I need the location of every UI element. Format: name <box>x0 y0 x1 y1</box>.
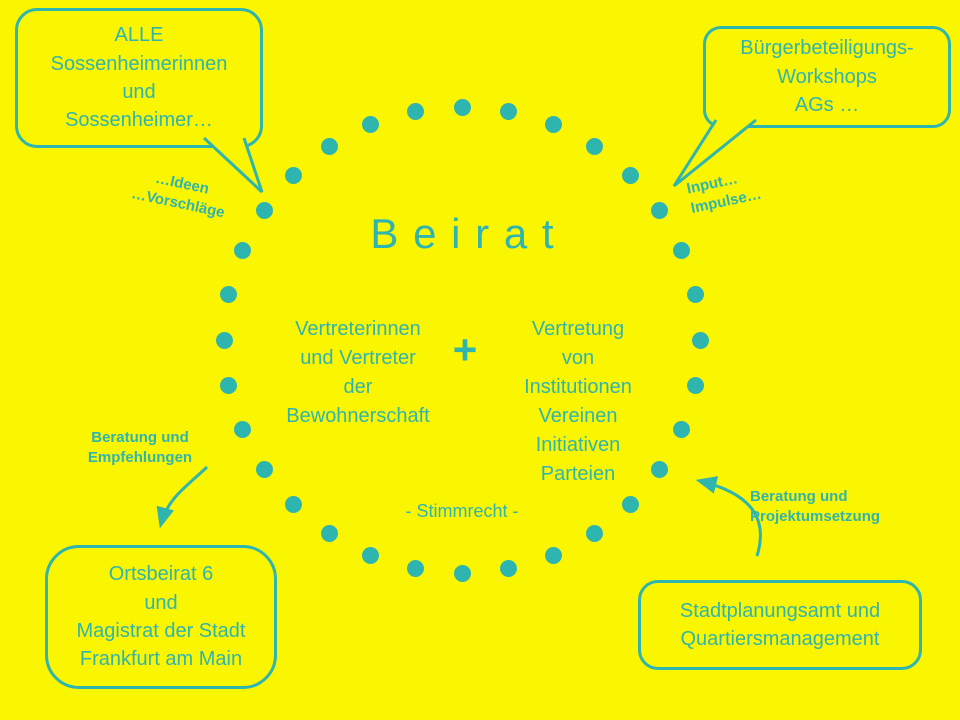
circle-dot <box>233 242 251 260</box>
circle-dot <box>285 496 303 514</box>
text-line: Empfehlungen <box>87 449 193 467</box>
circle-dot <box>407 102 425 120</box>
institutions-representatives-text: Vertretung von Institutionen Vereinen In… <box>488 315 668 489</box>
circle-dot <box>255 460 273 478</box>
box-ortsbeirat-magistrat: Ortsbeirat 6 und Magistrat der Stadt Fra… <box>45 545 277 689</box>
ideas-suggestions-label: …Ideen …Vorschläge <box>119 162 241 226</box>
circle-dot <box>544 116 562 134</box>
circle-dot <box>686 286 704 304</box>
text-line: Bewohnerschaft <box>286 405 430 427</box>
text-line: Sossenheimer… <box>65 109 213 132</box>
text-line: Beratung und <box>750 488 848 505</box>
input-impulse-label: Input… Impulse… <box>685 157 801 219</box>
text-line: Stadtplanungsamt und <box>679 599 881 622</box>
circle-dot <box>585 137 603 155</box>
circle-dot <box>362 116 380 134</box>
box-stadtplanungsamt: Stadtplanungsamt und Quartiersmanagement <box>638 580 922 670</box>
text-line: Initiativen <box>535 434 621 456</box>
text-line: von <box>561 347 595 369</box>
circle-dot <box>651 202 669 220</box>
circle-dot <box>285 166 303 184</box>
circle-dot <box>321 525 339 543</box>
advice-recommendations-label: Beratung und Empfehlungen <box>78 428 202 469</box>
text-line: und <box>122 81 156 103</box>
text-line: und Vertreter <box>300 347 416 369</box>
circle-dot <box>621 496 639 514</box>
text-line: Vertreterinnen <box>295 318 421 340</box>
text-line: Parteien <box>540 463 616 485</box>
residents-representatives-text: Vertreterinnen und Vertreter der Bewohne… <box>263 315 453 431</box>
circle-dot <box>233 420 251 438</box>
circle-dot <box>673 242 691 260</box>
circle-dot <box>544 546 562 564</box>
circle-dot <box>255 202 273 220</box>
text-line: Ortsbeirat 6 <box>108 563 214 586</box>
circle-dot <box>220 286 238 304</box>
plus-sign: + <box>452 326 478 373</box>
circle-dot <box>585 525 603 543</box>
text-line: Beratung und <box>91 429 189 446</box>
text-line: Workshops <box>777 65 877 88</box>
callout-workshops: Bürgerbeteiligungs- Workshops AGs … <box>703 26 951 128</box>
circle-dot <box>321 137 339 155</box>
circle-dot <box>651 460 669 478</box>
circle-dot <box>499 102 517 120</box>
text-line: Institutionen <box>524 376 632 398</box>
circle-dot <box>691 331 709 349</box>
circle-dot <box>453 98 471 116</box>
circle-dot <box>453 564 471 582</box>
text-line: Vertretung <box>531 318 625 340</box>
text-line: Frankfurt am Main <box>79 648 243 671</box>
text-line: ALLE <box>114 24 164 47</box>
callout-all-sossenheimer: ALLE Sossenheimerinnen und Sossenheimer… <box>15 8 263 148</box>
circle-dot <box>220 376 238 394</box>
text-line: Bürgerbeteiligungs- <box>740 37 914 60</box>
circle-dot <box>673 420 691 438</box>
text-line: und <box>144 591 178 614</box>
circle-dot <box>407 560 425 578</box>
circle-dot <box>499 560 517 578</box>
text-line: Sossenheimerinnen <box>50 52 228 75</box>
arrow-to-ortsbeirat <box>156 465 209 529</box>
voting-right-label: - Stimmrecht - <box>405 501 519 521</box>
text-line: Projektumsetzung <box>750 508 881 526</box>
text-line: Vereinen <box>538 405 618 427</box>
circle-dot <box>362 546 380 564</box>
text-line: Quartiersmanagement <box>680 628 880 650</box>
text-line: AGs … <box>794 94 860 117</box>
diagram-title: Beirat <box>370 210 569 257</box>
advice-implementation-label: Beratung und Projektumsetzung <box>750 487 910 528</box>
circle-dot <box>686 376 704 394</box>
circle-dot <box>215 331 233 349</box>
circle-dot <box>621 166 639 184</box>
text-line: der <box>343 376 373 398</box>
text-line: Magistrat der Stadt <box>76 620 246 642</box>
